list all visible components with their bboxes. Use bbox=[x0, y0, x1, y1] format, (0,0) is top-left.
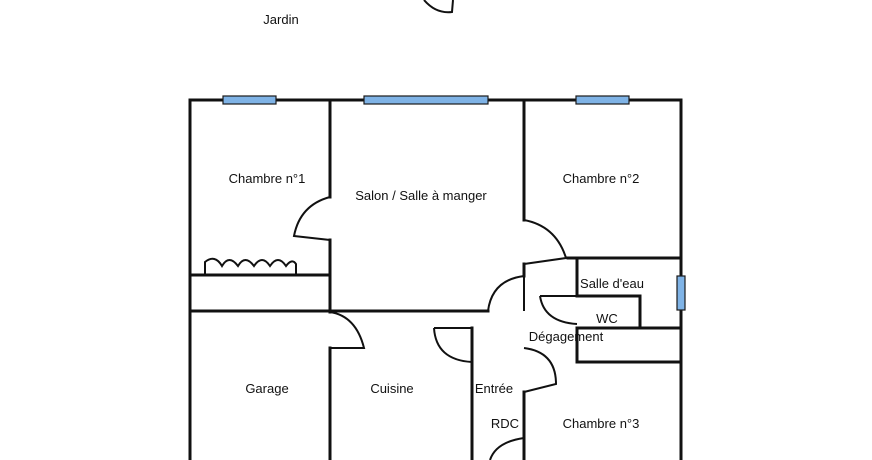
window-salle-eau bbox=[676, 275, 686, 311]
label-chambre-3: Chambre n°3 bbox=[563, 416, 640, 431]
label-degagement: Dégagement bbox=[529, 329, 604, 344]
label-entree: Entrée bbox=[475, 381, 513, 396]
label-jardin: Jardin bbox=[263, 12, 298, 27]
label-wc: WC bbox=[596, 311, 618, 326]
garden-door-arc bbox=[423, 0, 454, 14]
door-swings bbox=[292, 196, 578, 460]
label-rdc: RDC bbox=[491, 416, 519, 431]
label-cuisine: Cuisine bbox=[370, 381, 413, 396]
window-salon bbox=[363, 95, 489, 105]
window-chambre-1 bbox=[222, 95, 277, 105]
interior-walls bbox=[188, 98, 683, 460]
label-salle-eau: Salle d'eau bbox=[580, 276, 644, 291]
window-chambre-2 bbox=[575, 95, 630, 105]
label-chambre-2: Chambre n°2 bbox=[563, 171, 640, 186]
label-salon: Salon / Salle à manger bbox=[355, 188, 487, 203]
label-chambre-1: Chambre n°1 bbox=[229, 171, 306, 186]
label-garage: Garage bbox=[245, 381, 288, 396]
windows bbox=[222, 95, 686, 311]
closet-hangers bbox=[204, 257, 297, 275]
